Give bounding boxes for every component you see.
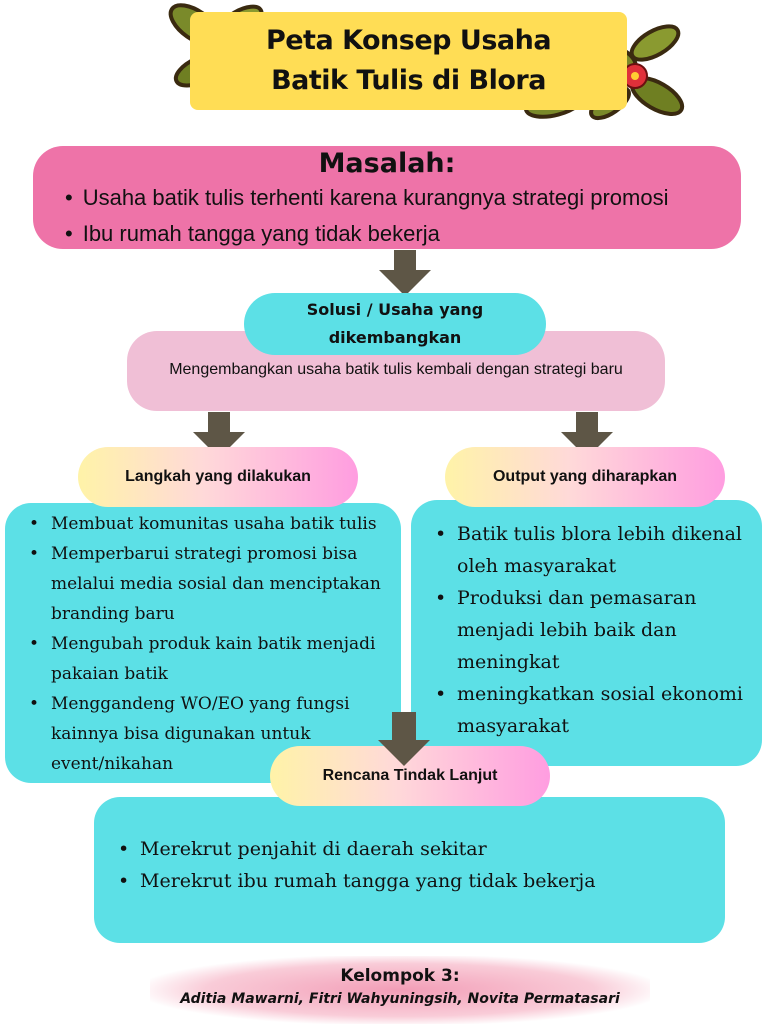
page-title-line2: Batik Tulis di Blora (271, 65, 546, 96)
page-title-line1: Peta Konsep Usaha (265, 25, 552, 56)
solusi-text: Mengembangkan usaha batik tulis kembali … (169, 361, 623, 378)
list-item: meningkatkan sosial ekonomi masyarakat (433, 678, 763, 742)
rencana-heading: Rencana Tindak Lanjut (270, 746, 550, 806)
down-arrow-icon (379, 250, 431, 296)
langkah-heading: Langkah yang dilakukan (78, 447, 358, 507)
down-arrow-icon (378, 712, 430, 766)
list-item: Batik tulis blora lebih dikenal oleh mas… (433, 518, 763, 582)
solusi-heading-line2: dikembangkan (328, 328, 462, 347)
solusi-heading-line1: Solusi / Usaha yang (306, 300, 484, 319)
list-item: Ibu rumah tangga yang tidak bekerja (65, 216, 668, 252)
output-box: Batik tulis blora lebih dikenal oleh mas… (411, 500, 762, 766)
rencana-list: Merekrut penjahit di daerah sekitar Mere… (116, 833, 676, 897)
masalah-box: Masalah: Usaha batik tulis terhenti kare… (33, 146, 741, 249)
footer: Kelompok 3: Aditia Mawarni, Fitri Wahyun… (150, 956, 650, 1024)
masalah-list: Usaha batik tulis terhenti karena kurang… (65, 180, 669, 252)
list-item: Usaha batik tulis terhenti karena kurang… (65, 180, 669, 216)
list-item: Produksi dan pemasaran menjadi lebih bai… (433, 582, 763, 678)
rencana-box: Merekrut penjahit di daerah sekitar Mere… (94, 797, 725, 943)
group-title: Kelompok 3: (340, 966, 460, 986)
masalah-heading: Masalah: (318, 148, 456, 179)
group-members: Aditia Mawarni, Fitri Wahyuningsih, Novi… (180, 991, 620, 1007)
list-item: Menggandeng WO/EO yang fungsi kainnya bi… (27, 689, 412, 779)
output-heading: Output yang diharapkan (445, 447, 725, 507)
list-item: Merekrut penjahit di daerah sekitar (116, 833, 676, 865)
list-item: Merekrut ibu rumah tangga yang tidak bek… (116, 865, 676, 897)
solusi-heading-pill: Solusi / Usaha yang dikembangkan (244, 293, 546, 355)
list-item: Mengubah produk kain batik menjadi pakai… (27, 629, 412, 689)
output-list: Batik tulis blora lebih dikenal oleh mas… (433, 518, 763, 742)
list-item: Memperbarui strategi promosi bisa melalu… (27, 539, 412, 629)
title-banner: Peta Konsep Usaha Batik Tulis di Blora (190, 12, 627, 110)
langkah-list: Membuat komunitas usaha batik tulis Memp… (27, 509, 412, 779)
list-item: Membuat komunitas usaha batik tulis (27, 509, 412, 539)
langkah-box: Membuat komunitas usaha batik tulis Memp… (5, 503, 401, 783)
